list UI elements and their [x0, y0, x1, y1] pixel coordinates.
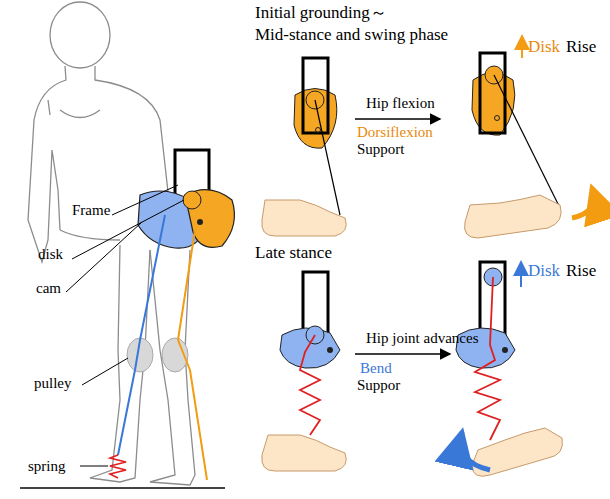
- blue-cable: [118, 215, 165, 455]
- ground-line: [20, 487, 225, 489]
- part-label: disk: [38, 246, 63, 263]
- phase-heading: Late stance: [255, 244, 332, 263]
- part-label: cam: [36, 280, 61, 297]
- part-label: spring: [28, 458, 66, 475]
- function-label: Bend: [360, 360, 392, 377]
- state-label: Disk: [528, 38, 560, 57]
- mechanism-flexion-after: [465, 36, 594, 238]
- mechanism-flexion-before: [262, 58, 346, 236]
- function-label: Suppor: [357, 377, 400, 394]
- state-label: Disk: [528, 262, 560, 281]
- part-label: Frame: [72, 202, 110, 219]
- part-label: pulley: [34, 375, 72, 392]
- state-label: Rise: [566, 38, 596, 57]
- transition-arrow: [355, 118, 440, 120]
- spring: [110, 455, 126, 478]
- disk: [183, 191, 201, 209]
- motion-label: Hip flexion: [366, 95, 435, 112]
- function-label: Support: [357, 141, 405, 158]
- mechanism-bend-after: [456, 262, 562, 476]
- phase-heading: Initial grounding～: [255, 4, 387, 23]
- function-label: Dorsiflexion: [357, 124, 433, 141]
- leader-lines: [66, 185, 184, 466]
- phase-heading: Mid-stance and swing phase: [255, 26, 448, 45]
- orange-cable: [178, 230, 207, 480]
- motion-label: Hip joint advances: [366, 330, 478, 347]
- state-label: Rise: [566, 262, 596, 281]
- mechanism-bend-before: [262, 272, 346, 471]
- cam-pivot: [197, 219, 203, 225]
- transition-arrow: [355, 353, 450, 355]
